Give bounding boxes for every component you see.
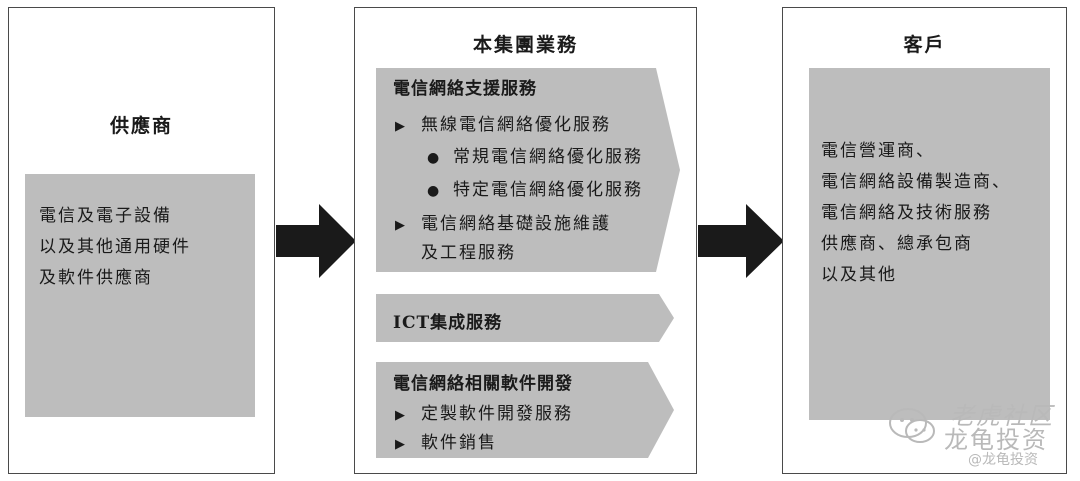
service-block-ict (376, 294, 674, 342)
customer-line: 供應商、總承包商 (821, 234, 973, 254)
dot-bullet-icon: ● (427, 150, 442, 166)
chat-bubble-logo-icon (889, 408, 935, 443)
supplier-title: 供應商 (109, 115, 173, 137)
service-title-ict: ICT集成服務 (393, 313, 503, 333)
watermark-line-2: 龙龟投资 (944, 426, 1048, 454)
service-item-continuation: 及工程服務 (421, 238, 516, 263)
supplier-description: 電信及電子設備 以及其他通用硬件 及軟件供應商 (39, 201, 191, 294)
customer-title: 客戶 (903, 34, 946, 56)
service-item-text: 軟件銷售 (421, 433, 497, 453)
triangle-bullet-icon: ▶ (395, 119, 407, 134)
customer-line: 電信網絡設備製造商、 (821, 172, 1011, 192)
service-title-telecom-support: 電信網絡支援服務 (393, 79, 537, 99)
service-block-software (376, 362, 674, 458)
service-block-telecom-support (376, 68, 680, 272)
customer-line: 電信網絡及技術服務 (821, 203, 992, 223)
service-item: ▶ 軟件銷售 (395, 428, 497, 453)
supplier-line: 電信及電子設備 (39, 206, 172, 226)
triangle-bullet-icon: ▶ (395, 408, 407, 423)
supplier-box: 電信及電子設備 以及其他通用硬件 及軟件供應商 (25, 174, 255, 417)
customer-line: 以及其他 (821, 265, 897, 285)
group-panel: 本集團業務 電信網絡支援服務 ▶ 無線電信網絡優化服務 ● 常規電信網絡優化服務 ●… (354, 7, 697, 474)
customer-box: 電信營運商、 電信網絡設備製造商、 電信網絡及技術服務 供應商、總承包商 以及其… (809, 68, 1050, 420)
dot-bullet-icon: ● (427, 183, 442, 199)
service-item-text: 特定電信網絡優化服務 (453, 180, 643, 200)
service-item-text: 無線電信網絡優化服務 (421, 115, 611, 135)
service-item: ▶ 定製軟件開發服務 (395, 399, 573, 424)
watermark-line-1: 老虎社区 (950, 402, 1054, 430)
service-item-text: 電信網絡基礎設施維護 (421, 214, 611, 234)
customer-panel: 客戶 電信營運商、 電信網絡設備製造商、 電信網絡及技術服務 供應商、總承包商 … (782, 7, 1067, 474)
triangle-bullet-icon: ▶ (395, 437, 407, 452)
service-item-text: 常規電信網絡優化服務 (453, 147, 643, 167)
flow-arrow-supplier-to-group (276, 204, 356, 278)
customer-description: 電信營運商、 電信網絡設備製造商、 電信網絡及技術服務 供應商、總承包商 以及其… (821, 136, 1011, 291)
supplier-line: 以及其他通用硬件 (39, 237, 191, 257)
flow-arrow-group-to-customer (698, 204, 784, 278)
triangle-bullet-icon: ▶ (395, 218, 407, 233)
customer-line: 電信營運商、 (821, 141, 935, 161)
supplier-panel: 供應商 電信及電子設備 以及其他通用硬件 及軟件供應商 (8, 7, 275, 474)
service-item: ▶ 電信網絡基礎設施維護 (395, 209, 611, 234)
service-item: ▶ 無線電信網絡優化服務 (395, 110, 611, 135)
watermark-line-3: @龙龟投资 (968, 452, 1038, 468)
service-item-text: 定製軟件開發服務 (421, 404, 573, 424)
service-title-software: 電信網絡相關軟件開發 (393, 374, 573, 394)
group-title: 本集團業務 (472, 34, 578, 56)
service-subitem: ● 常規電信網絡優化服務 (427, 142, 643, 167)
supplier-line: 及軟件供應商 (39, 268, 153, 288)
service-item-text: 及工程服務 (421, 243, 516, 263)
service-subitem: ● 特定電信網絡優化服務 (427, 175, 643, 200)
